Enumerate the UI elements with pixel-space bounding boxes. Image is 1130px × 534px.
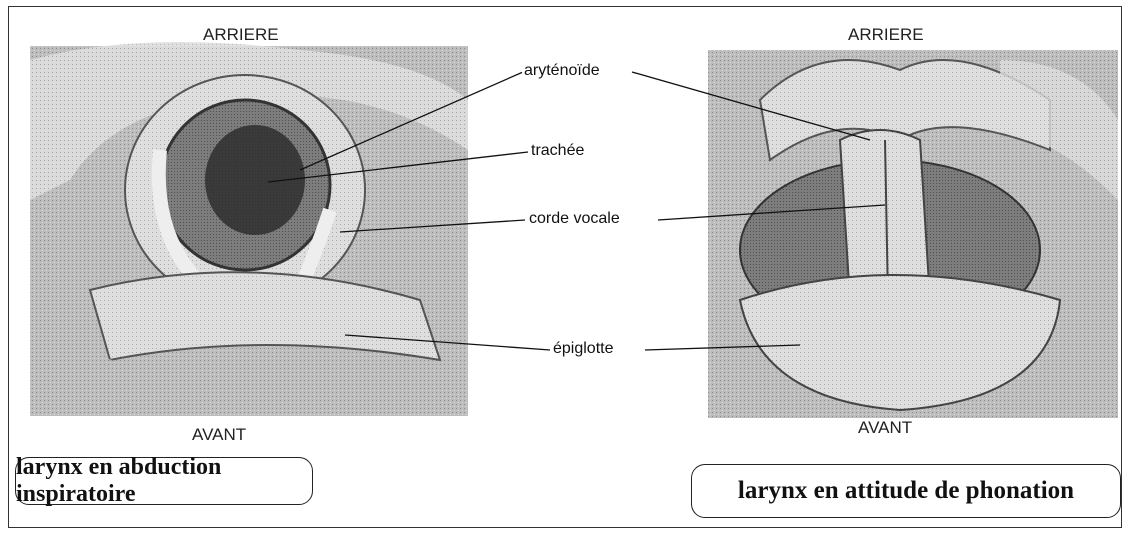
label-trachee: trachée bbox=[529, 142, 586, 160]
right-top-label: ARRIERE bbox=[848, 25, 924, 45]
label-arytenoide: aryténoïde bbox=[522, 62, 602, 80]
left-caption: larynx en abduction inspiratoire bbox=[15, 457, 313, 505]
left-bottom-label: AVANT bbox=[192, 425, 246, 445]
label-epiglotte: épiglotte bbox=[551, 340, 616, 358]
larynx-abduction-image bbox=[30, 42, 468, 416]
larynx-phonation-image bbox=[708, 50, 1118, 418]
right-caption: larynx en attitude de phonation bbox=[691, 464, 1121, 518]
right-bottom-label: AVANT bbox=[858, 418, 912, 438]
left-top-label: ARRIERE bbox=[203, 25, 279, 45]
label-corde-vocale: corde vocale bbox=[527, 210, 622, 228]
